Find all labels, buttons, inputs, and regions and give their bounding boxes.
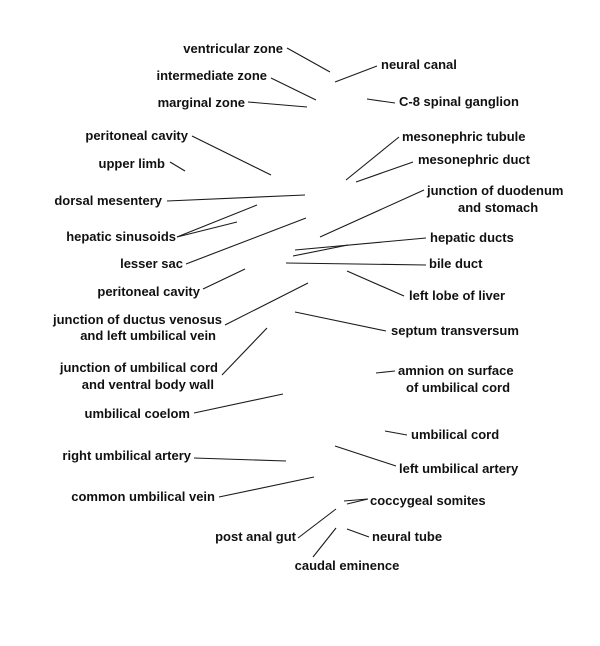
label-junction-umbilical-cord-line1: junction of umbilical cord	[59, 360, 218, 375]
label-upper-limb: upper limb	[99, 156, 166, 171]
label-left-umbilical-artery: left umbilical artery	[399, 461, 519, 476]
label-junction-ductus-venosus-line1: junction of ductus venosus	[52, 312, 222, 327]
leader-caudal-eminence	[312, 527, 337, 558]
label-septum-transversum: septum transversum	[391, 323, 519, 338]
label-common-umbilical-vein: common umbilical vein	[71, 489, 215, 504]
leader-hepatic-sinusoids-b	[176, 221, 238, 238]
leader-neural-canal	[334, 65, 378, 83]
label-neural-tube: neural tube	[372, 529, 442, 544]
leader-post-anal-gut	[297, 508, 337, 539]
label-bile-duct: bile duct	[429, 256, 483, 271]
label-mesonephric-tubule: mesonephric tubule	[402, 129, 526, 144]
label-umbilical-coelom: umbilical coelom	[85, 406, 190, 421]
leader-upper-limb	[169, 161, 186, 172]
label-coccygeal-somites: coccygeal somites	[370, 493, 486, 508]
label-lesser-sac: lesser sac	[120, 256, 183, 271]
label-mesonephric-duct: mesonephric duct	[418, 152, 531, 167]
label-hepatic-sinusoids: hepatic sinusoids	[66, 229, 176, 244]
label-peritoneal-cavity-lower: peritoneal cavity	[97, 284, 200, 299]
leader-umbilical-coelom	[193, 393, 284, 414]
leader-common-umbilical-vein	[218, 476, 315, 498]
leader-ventricular-zone	[286, 47, 331, 73]
leader-hepatic-sinusoids-a	[176, 204, 258, 238]
leader-amnion	[375, 370, 396, 374]
leader-junction-umbilical-cord	[221, 327, 268, 376]
label-amnion-line2: of umbilical cord	[406, 380, 510, 395]
leader-c8-spinal-ganglion	[366, 98, 396, 104]
label-junction-duodenum-line1: junction of duodenum	[426, 183, 563, 198]
label-caudal-eminence: caudal eminence	[295, 558, 400, 573]
leader-junction-duodenum	[319, 189, 425, 238]
label-marginal-zone: marginal zone	[158, 95, 245, 110]
leader-left-umbilical-artery	[334, 445, 397, 467]
leader-coccygeal-somites-b	[346, 498, 369, 505]
label-hepatic-ducts: hepatic ducts	[430, 230, 514, 245]
right-leader-lines	[285, 65, 427, 538]
leader-lesser-sac	[185, 217, 307, 265]
leader-coccygeal-somites-a	[343, 498, 369, 502]
label-ventricular-zone: ventricular zone	[183, 41, 283, 56]
leader-dorsal-mesentery	[166, 194, 306, 202]
leader-bile-duct	[285, 262, 427, 266]
right-labels: neural canal C-8 spinal ganglion mesonep…	[370, 57, 563, 544]
leader-left-lobe-liver	[346, 270, 405, 297]
label-c8-spinal-ganglion: C-8 spinal ganglion	[399, 94, 519, 109]
leader-peritoneal-cavity-lower	[202, 268, 246, 290]
leader-hepatic-ducts-b	[292, 244, 349, 257]
leader-junction-ductus-venosus	[224, 282, 309, 326]
leader-intermediate-zone	[270, 77, 317, 101]
leader-mesonephric-duct	[355, 161, 414, 183]
label-umbilical-cord: umbilical cord	[411, 427, 499, 442]
leader-umbilical-cord	[384, 430, 408, 436]
left-labels: ventricular zone intermediate zone margi…	[52, 41, 399, 573]
label-dorsal-mesentery: dorsal mesentery	[54, 193, 162, 208]
label-amnion-line1: amnion on surface	[398, 363, 514, 378]
leader-septum-transversum	[294, 311, 387, 332]
label-junction-duodenum-line2: and stomach	[458, 200, 538, 215]
label-right-umbilical-artery: right umbilical artery	[62, 448, 191, 463]
leader-marginal-zone	[247, 101, 308, 108]
left-leader-lines	[166, 47, 337, 558]
label-peritoneal-cavity-upper: peritoneal cavity	[85, 128, 188, 143]
leader-neural-tube	[346, 528, 370, 538]
label-left-lobe-liver: left lobe of liver	[409, 288, 505, 303]
leader-mesonephric-tubule	[345, 136, 400, 181]
leader-peritoneal-cavity-upper	[191, 135, 272, 176]
label-intermediate-zone: intermediate zone	[156, 68, 267, 83]
leader-right-umbilical-artery	[193, 457, 287, 462]
label-post-anal-gut: post anal gut	[215, 529, 297, 544]
leader-hepatic-ducts-a	[294, 237, 427, 251]
label-junction-ductus-venosus-line2: and left umbilical vein	[80, 328, 216, 343]
label-junction-umbilical-cord-line2: and ventral body wall	[82, 377, 214, 392]
label-neural-canal: neural canal	[381, 57, 457, 72]
